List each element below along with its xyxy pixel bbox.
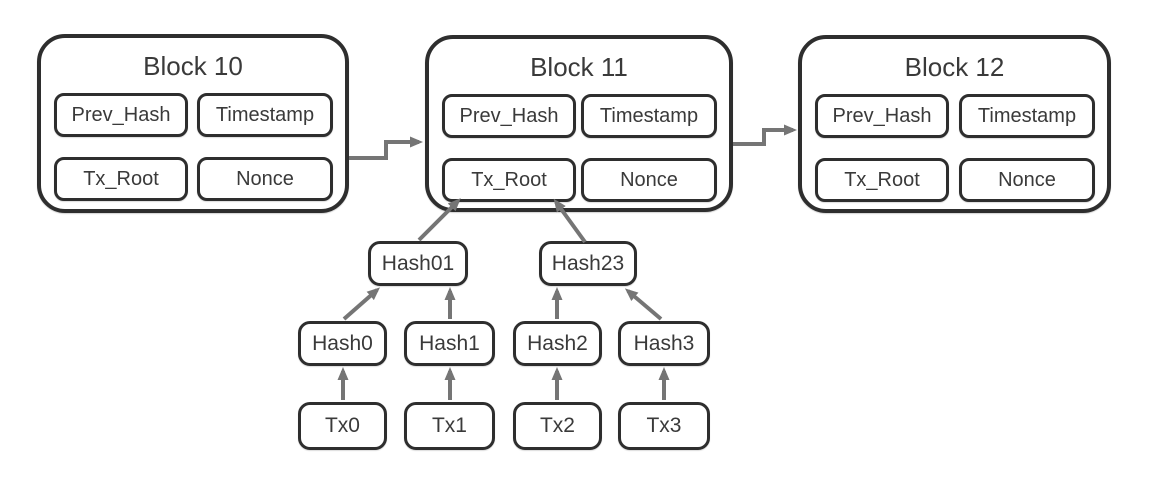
block-12-field-prev-hash: Prev_Hash [815,94,949,138]
arrow-block-10-to-block-11 [349,136,423,160]
block-12-field-timestamp: Timestamp [959,94,1095,138]
block-12-field-tx-root: Tx_Root [815,158,949,202]
tx-node-tx1: Tx1 [404,402,495,450]
merkle-node-hash23: Hash23 [539,241,637,286]
merkle-node-hash2: Hash2 [513,321,602,366]
block-11-field-prev-hash: Prev_Hash [442,94,576,138]
tx-node-tx3: Tx3 [618,402,710,450]
block-11-field-timestamp: Timestamp [581,94,717,138]
tx-node-tx0: Tx0 [298,402,387,450]
block-10-field-prev-hash: Prev_Hash [54,93,188,137]
block-11-field-nonce: Nonce [581,158,717,202]
block-11: Block 11 Prev_Hash Timestamp Tx_Root Non… [425,35,733,212]
arrow-block-11-to-block-12 [733,124,797,146]
block-12: Block 12 Prev_Hash Timestamp Tx_Root Non… [798,35,1111,213]
block-10-field-tx-root: Tx_Root [54,157,188,201]
block-11-field-tx-root: Tx_Root [442,158,576,202]
block-10-field-timestamp: Timestamp [197,93,333,137]
merkle-node-hash1: Hash1 [404,321,495,366]
arrow-hash3-to-hash23 [624,288,663,321]
block-12-title: Block 12 [904,52,1005,82]
merkle-node-hash0: Hash0 [298,321,387,366]
block-11-title: Block 11 [530,52,628,82]
arrow-hash0-to-hash01 [342,287,381,321]
merkle-node-hash01: Hash01 [368,241,468,286]
block-10: Block 10 Prev_Hash Timestamp Tx_Root Non… [37,34,349,213]
tx-node-tx2: Tx2 [513,402,602,450]
merkle-node-hash3: Hash3 [618,321,710,366]
block-12-field-nonce: Nonce [959,158,1095,202]
block-10-field-nonce: Nonce [197,157,333,201]
block-10-title: Block 10 [143,51,243,81]
